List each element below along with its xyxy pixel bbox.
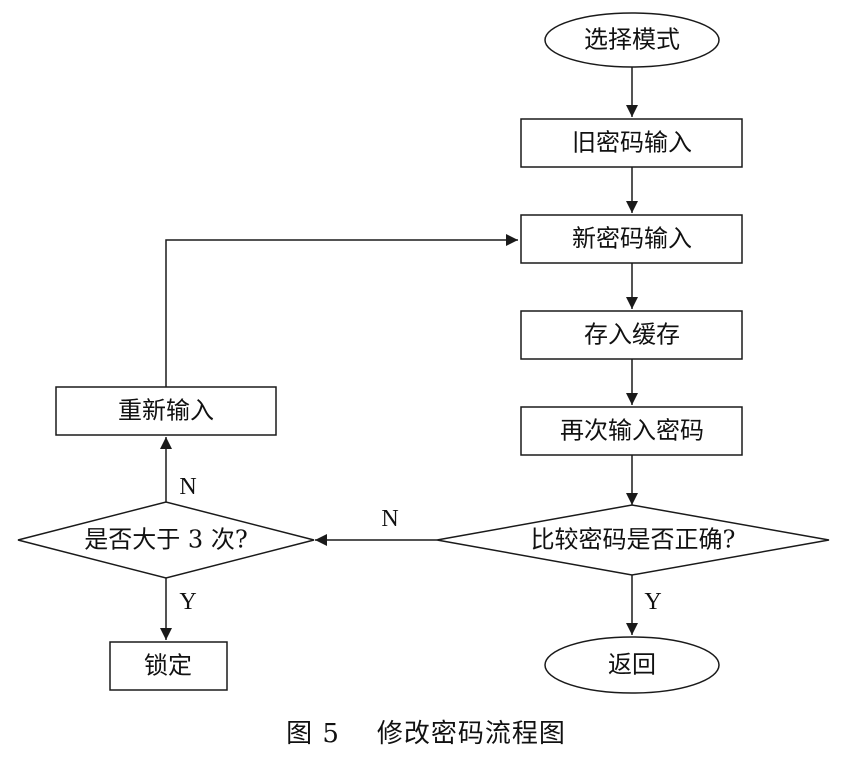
return-node: 返回 <box>544 636 720 694</box>
lock-box: 锁定 <box>109 641 228 691</box>
return-label: 返回 <box>608 651 656 679</box>
lock-label: 锁定 <box>144 652 192 680</box>
compare-no-label: N <box>381 506 398 532</box>
compare-password-label: 比较密码是否正确? <box>531 526 736 554</box>
reenter-password-label: 再次输入密码 <box>560 417 704 445</box>
more-than-three-decision: 是否大于 3 次? <box>17 501 315 579</box>
old-password-input-box: 旧密码输入 <box>520 118 743 168</box>
reenter-password-box: 再次输入密码 <box>520 406 743 456</box>
reenter-box: 重新输入 <box>55 386 277 436</box>
count-no-label: N <box>179 474 196 500</box>
compare-password-decision: 比较密码是否正确? <box>436 504 830 576</box>
start-node: 选择模式 <box>544 12 720 68</box>
count-yes-label: Y <box>179 589 196 615</box>
figure-caption: 图 5 修改密码流程图 <box>286 719 566 749</box>
compare-yes-label: Y <box>644 589 661 615</box>
new-password-input-label: 新密码输入 <box>572 225 692 253</box>
edges <box>160 67 638 640</box>
store-in-cache-label: 存入缓存 <box>584 321 680 349</box>
reenter-label: 重新输入 <box>118 397 214 425</box>
select-mode-label: 选择模式 <box>584 26 680 54</box>
old-password-input-label: 旧密码输入 <box>572 129 692 157</box>
edge-reenter-to-new <box>165 234 518 387</box>
more-than-three-label: 是否大于 3 次? <box>84 526 247 554</box>
store-in-cache-box: 存入缓存 <box>520 310 743 360</box>
new-password-input-box: 新密码输入 <box>520 214 743 264</box>
